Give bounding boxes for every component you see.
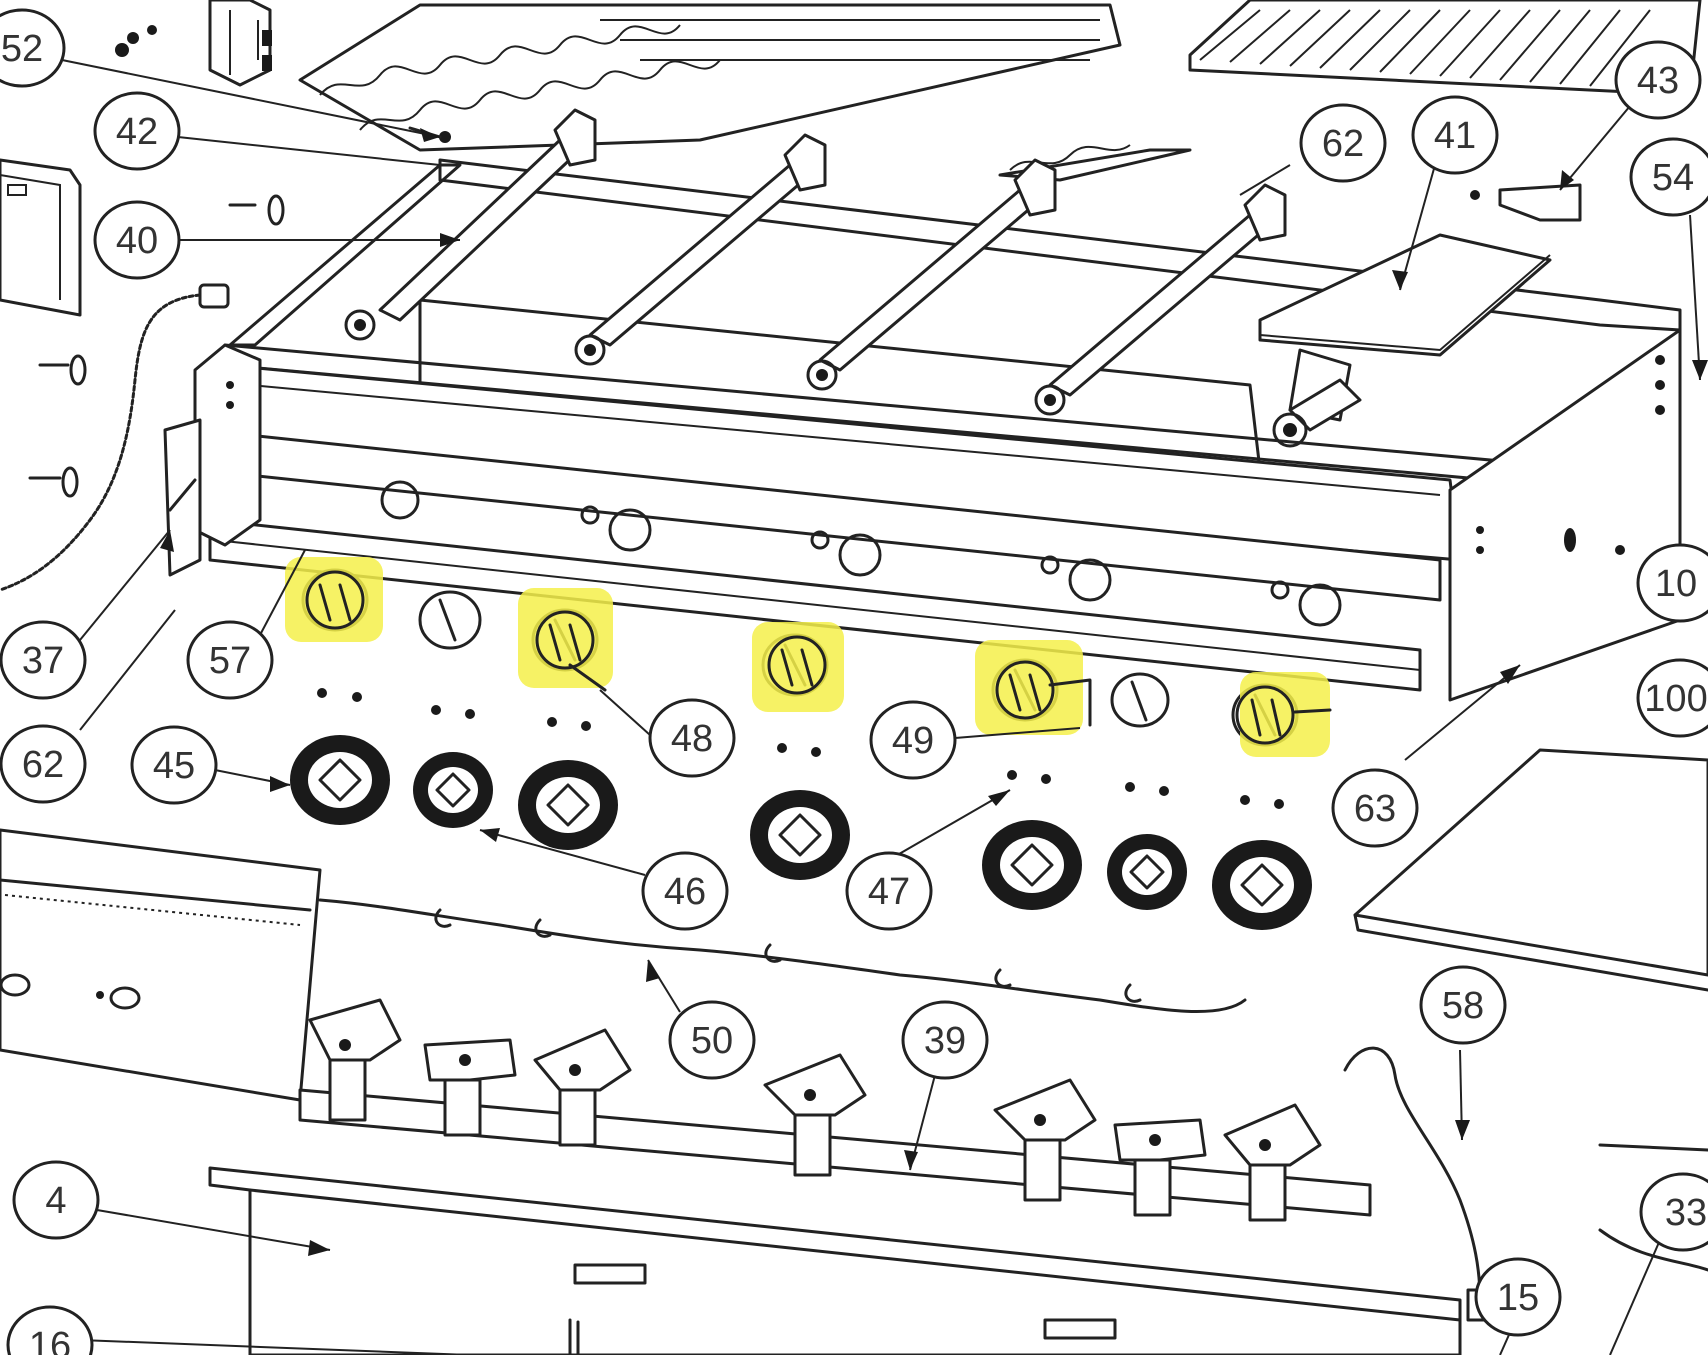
svg-text:48: 48 xyxy=(671,718,713,760)
callout-43: 43 xyxy=(1614,40,1702,120)
callout-16: 16 xyxy=(6,1305,94,1355)
griddle-plate xyxy=(1258,233,1552,448)
svg-text:15: 15 xyxy=(1497,1277,1539,1319)
svg-text:39: 39 xyxy=(924,1020,966,1062)
callout-40: 40 xyxy=(93,200,181,280)
burner-tubes xyxy=(344,108,1287,416)
drip-tray-right xyxy=(1353,748,1708,992)
svg-text:52: 52 xyxy=(1,28,43,70)
knob-2 xyxy=(413,752,493,828)
gas-hose xyxy=(1343,1046,1482,1302)
callout-52-top: 52 xyxy=(0,8,66,88)
svg-text:57: 57 xyxy=(209,640,251,682)
valve-1 xyxy=(308,998,402,1122)
valve-highlight-2 xyxy=(518,588,613,688)
callout-48: 48 xyxy=(648,698,736,778)
svg-text:10: 10 xyxy=(1655,563,1697,605)
svg-text:40: 40 xyxy=(116,220,158,262)
knob-3 xyxy=(518,760,618,850)
svg-text:46: 46 xyxy=(664,871,706,913)
callout-58: 58 xyxy=(1419,965,1507,1045)
svg-text:43: 43 xyxy=(1637,60,1679,102)
valve-4 xyxy=(763,1053,867,1177)
burner-frame xyxy=(163,158,1682,702)
gas-valves xyxy=(298,998,1372,1222)
callout-62-top: 62 xyxy=(1299,103,1387,183)
svg-text:62: 62 xyxy=(22,744,64,786)
callout-49: 49 xyxy=(869,700,957,780)
valve-highlight-1 xyxy=(285,557,383,642)
callout-33: 33 xyxy=(1639,1172,1708,1252)
callout-42: 42 xyxy=(93,91,181,171)
control-knobs xyxy=(290,735,1312,930)
front-panel-left xyxy=(0,828,322,1102)
arrowheads xyxy=(160,128,1708,1256)
svg-text:45: 45 xyxy=(153,745,195,787)
valve-3 xyxy=(533,1028,632,1147)
callout-4: 4 xyxy=(12,1160,100,1240)
valve-7 xyxy=(1223,1103,1322,1222)
callout-10: 10 xyxy=(1636,543,1708,623)
svg-text:100: 100 xyxy=(1644,678,1707,720)
callout-46: 46 xyxy=(641,851,729,931)
svg-text:4: 4 xyxy=(45,1180,66,1222)
callout-57: 57 xyxy=(186,620,274,700)
callout-62-left: 62 xyxy=(0,724,87,804)
hose-right xyxy=(1598,1143,1708,1152)
front-base-panel xyxy=(208,1166,1462,1355)
screw-43 xyxy=(1470,190,1480,200)
svg-text:37: 37 xyxy=(22,640,64,682)
highlighted-valves xyxy=(285,557,1332,757)
wire-hooks xyxy=(434,908,1142,1003)
callout-63: 63 xyxy=(1331,768,1419,848)
top-grates xyxy=(298,0,1702,182)
leader-lines xyxy=(61,59,1701,1355)
callout-47: 47 xyxy=(845,851,933,931)
callout-41: 41 xyxy=(1411,95,1499,175)
knob-4 xyxy=(750,790,850,880)
callout-15: 15 xyxy=(1474,1257,1562,1337)
dot-pairs xyxy=(317,688,1284,809)
svg-text:33: 33 xyxy=(1665,1192,1707,1234)
callout-39: 39 xyxy=(901,1000,989,1080)
wire-connector xyxy=(198,283,230,309)
screws-top-left xyxy=(28,25,451,498)
knob-7 xyxy=(1212,840,1312,930)
knob-5 xyxy=(982,820,1082,910)
callout-100: 100 xyxy=(1636,658,1708,738)
svg-text:50: 50 xyxy=(691,1020,733,1062)
wire-33 xyxy=(1598,1228,1708,1272)
callouts: 52 42 40 62 41 43 54 10 xyxy=(0,8,1708,1355)
valve-highlight-4 xyxy=(975,640,1083,735)
callout-45: 45 xyxy=(130,725,218,805)
svg-text:16: 16 xyxy=(29,1325,71,1355)
svg-text:49: 49 xyxy=(892,720,934,762)
valve-2 xyxy=(423,1038,517,1137)
knob-6 xyxy=(1107,834,1187,910)
callout-37: 37 xyxy=(0,620,87,700)
svg-text:41: 41 xyxy=(1434,115,1476,157)
valve-highlight-5 xyxy=(1240,672,1330,757)
valve-5 xyxy=(993,1078,1097,1202)
svg-text:54: 54 xyxy=(1652,157,1694,199)
svg-text:62: 62 xyxy=(1322,123,1364,165)
bracket-left xyxy=(208,0,272,87)
callout-54: 54 xyxy=(1629,137,1708,217)
svg-text:63: 63 xyxy=(1354,788,1396,830)
svg-text:58: 58 xyxy=(1442,985,1484,1027)
svg-text:47: 47 xyxy=(868,871,910,913)
knob-1 xyxy=(290,735,390,825)
callout-50: 50 xyxy=(668,1000,756,1080)
valve-highlight-3 xyxy=(752,622,844,712)
valve-6 xyxy=(1113,1118,1207,1217)
control-box-left xyxy=(0,158,82,317)
igniter-wire xyxy=(318,898,1247,1013)
thermocouple-wire xyxy=(0,293,202,592)
svg-text:42: 42 xyxy=(116,111,158,153)
bracket-43 xyxy=(1498,183,1582,222)
